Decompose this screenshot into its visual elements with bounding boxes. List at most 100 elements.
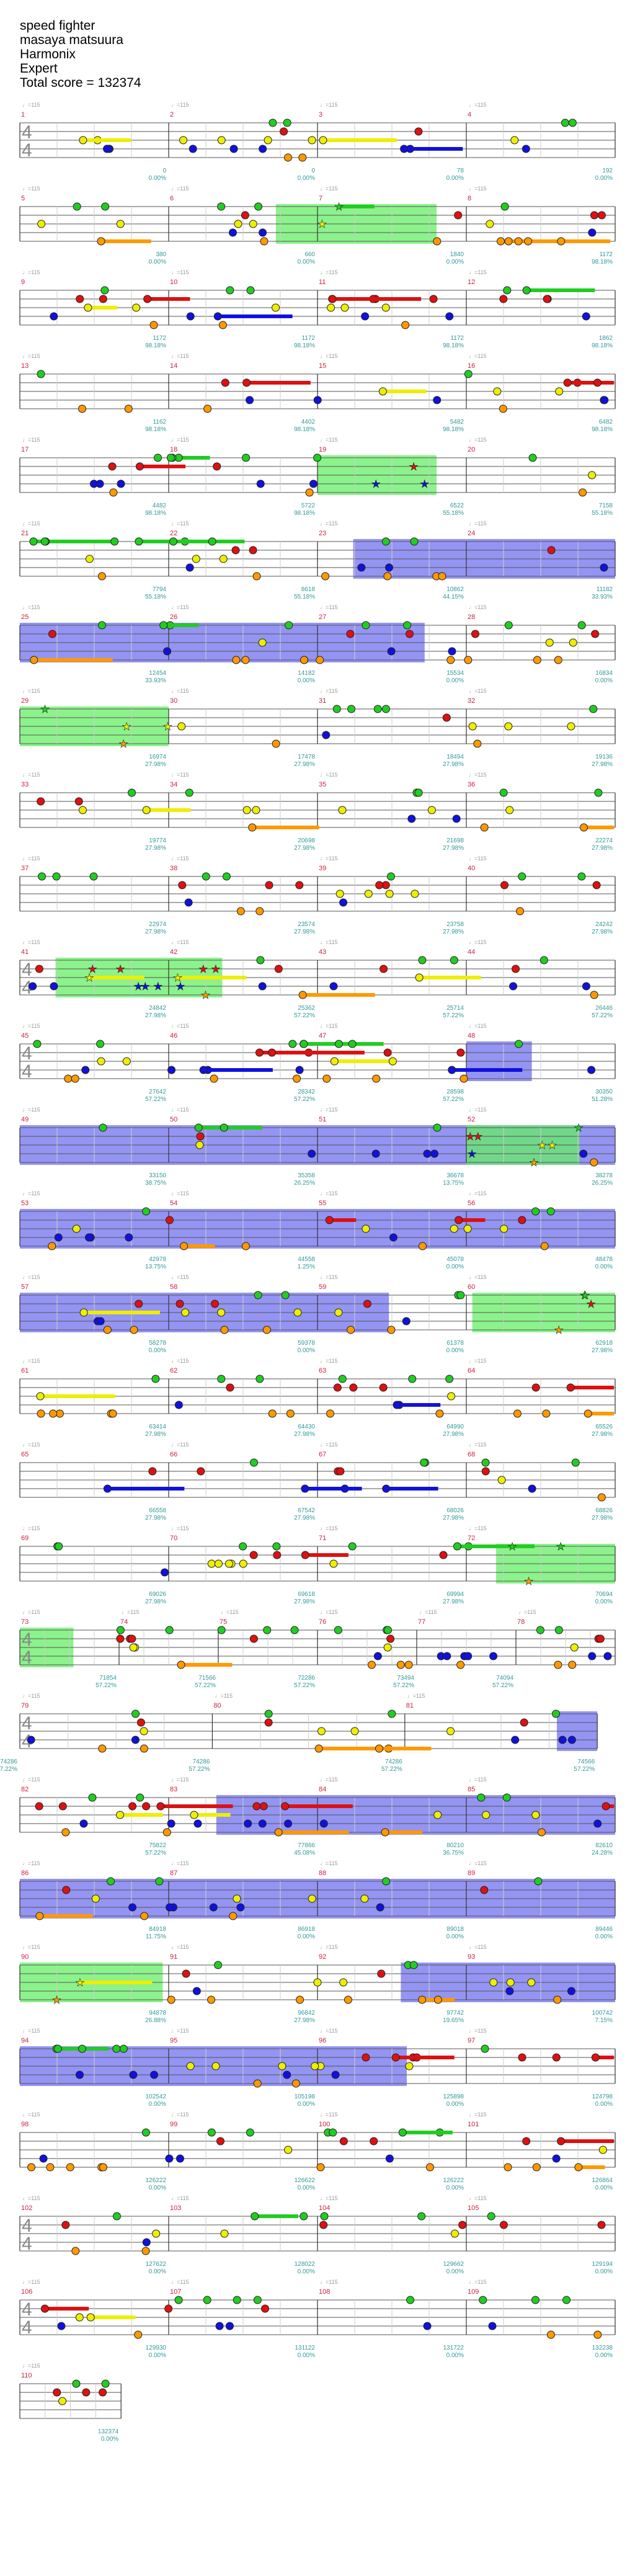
measure-score: 1172 bbox=[450, 335, 464, 342]
gem-icon bbox=[567, 722, 575, 731]
measure-number: 16 bbox=[468, 362, 475, 370]
measure-score: 69618 bbox=[298, 1591, 315, 1598]
gem-icon bbox=[456, 1291, 465, 1299]
measure-number: 82 bbox=[21, 1786, 29, 1793]
gem-icon bbox=[295, 881, 304, 889]
gem-icon bbox=[480, 823, 489, 832]
tempo-marker: ♩=115 bbox=[320, 269, 338, 275]
measure-number: 52 bbox=[468, 1116, 475, 1123]
gem-icon bbox=[387, 1326, 396, 1334]
gem-icon bbox=[136, 1793, 144, 1802]
tempo-marker: ♩=115 bbox=[22, 1358, 40, 1364]
measure-number: 50 bbox=[170, 1116, 177, 1123]
tempo-marker: ♩=115 bbox=[171, 1776, 189, 1783]
gem-icon bbox=[233, 2296, 241, 2304]
gem-icon bbox=[417, 2212, 426, 2221]
measure-score: 125898 bbox=[443, 2093, 464, 2100]
measure-score: 64990 bbox=[446, 1424, 464, 1430]
gem-icon bbox=[385, 889, 394, 898]
gem-icon bbox=[156, 1802, 165, 1811]
gem-icon bbox=[313, 453, 322, 462]
gem-icon bbox=[280, 127, 288, 136]
measure-score: 30350 bbox=[595, 1089, 613, 1095]
measure-percent: 13.75% bbox=[145, 1263, 166, 1270]
measure-score: 82610 bbox=[595, 1842, 613, 1849]
measure-number: 101 bbox=[468, 2121, 479, 2128]
gem-icon bbox=[589, 705, 598, 713]
gem-icon bbox=[493, 387, 502, 396]
gem-icon bbox=[98, 1744, 107, 1753]
tempo-marker: ♩=115 bbox=[320, 520, 338, 527]
gem-icon bbox=[262, 1326, 271, 1334]
measure-number: 64 bbox=[468, 1367, 475, 1375]
gem-icon bbox=[378, 387, 387, 396]
gem-icon bbox=[446, 656, 455, 664]
measure-number: 22 bbox=[170, 530, 177, 537]
tempo-marker: ♩=115 bbox=[22, 1107, 40, 1113]
gem-icon bbox=[38, 872, 47, 881]
gem-icon bbox=[224, 1559, 233, 1568]
gem-icon bbox=[322, 731, 331, 739]
measure-number: 30 bbox=[170, 697, 177, 705]
measure-percent: 27.98% bbox=[294, 1431, 315, 1438]
measure-score: 89446 bbox=[595, 1926, 613, 1933]
gem-icon bbox=[125, 1233, 133, 1242]
star-icon: ★ bbox=[173, 972, 182, 984]
gem-icon bbox=[35, 1912, 44, 1920]
gem-icon bbox=[241, 656, 250, 664]
gem-icon bbox=[48, 1242, 56, 1250]
star-icon: ★ bbox=[587, 1298, 596, 1310]
gem-icon bbox=[423, 1149, 432, 1158]
tempo-marker: ♩=115 bbox=[469, 269, 487, 275]
measure-percent: 0.00% bbox=[446, 1263, 464, 1270]
gem-icon bbox=[396, 1660, 405, 1669]
measure-percent: 0.00% bbox=[446, 2185, 464, 2191]
tempo-marker: ♩=115 bbox=[171, 939, 189, 945]
star-icon: ★ bbox=[554, 1324, 563, 1336]
measure-score: 67542 bbox=[298, 1507, 315, 1514]
tempo-marker: ♩=115 bbox=[320, 1023, 338, 1029]
gem-icon bbox=[255, 1048, 264, 1057]
measure-percent: 26.25% bbox=[592, 1180, 613, 1187]
gem-icon bbox=[482, 1811, 491, 1819]
measure-percent: 24.28% bbox=[592, 1850, 613, 1856]
measure-number: 90 bbox=[21, 1953, 29, 1961]
gem-icon bbox=[333, 1383, 342, 1392]
gem-icon bbox=[596, 1634, 605, 1643]
tempo-marker: ♩=115 bbox=[22, 688, 40, 694]
gem-icon bbox=[234, 220, 242, 228]
measure-number: 84 bbox=[319, 1786, 326, 1793]
gem-icon bbox=[252, 572, 261, 581]
gem-icon bbox=[522, 145, 530, 153]
measure-score: 4482 bbox=[153, 502, 167, 509]
gem-icon bbox=[72, 2379, 81, 2388]
measure-percent: 13.75% bbox=[443, 1180, 464, 1187]
tempo-marker: ♩=115 bbox=[22, 855, 40, 862]
measure-percent: 57.22% bbox=[492, 1682, 513, 1689]
gem-icon bbox=[347, 1326, 355, 1334]
measure-score: 74094 bbox=[496, 1675, 513, 1682]
gem-icon bbox=[84, 303, 92, 312]
measure-score: 20698 bbox=[298, 837, 315, 844]
gem-icon bbox=[218, 321, 227, 329]
gem-icon bbox=[329, 2128, 337, 2137]
gem-icon bbox=[193, 1819, 202, 1828]
gem-icon bbox=[97, 237, 105, 246]
measure-score: 18494 bbox=[446, 754, 464, 760]
gem-icon bbox=[290, 1626, 299, 1634]
gem-icon bbox=[241, 1242, 250, 1250]
measure-score: 36678 bbox=[446, 1172, 464, 1179]
gem-icon bbox=[236, 1903, 245, 1912]
measure-percent: 0.00% bbox=[298, 2101, 315, 2108]
gem-icon bbox=[122, 1057, 131, 1066]
gem-icon bbox=[260, 237, 269, 246]
gem-icon bbox=[132, 303, 141, 312]
star-icon: ★ bbox=[466, 1131, 475, 1143]
gem-icon bbox=[360, 1894, 369, 1903]
gem-icon bbox=[464, 656, 473, 664]
gem-icon bbox=[71, 1074, 79, 1083]
gem-icon bbox=[497, 237, 505, 246]
measure-percent: 0.00% bbox=[149, 2352, 166, 2359]
measure-score: 74566 bbox=[577, 1758, 595, 1765]
